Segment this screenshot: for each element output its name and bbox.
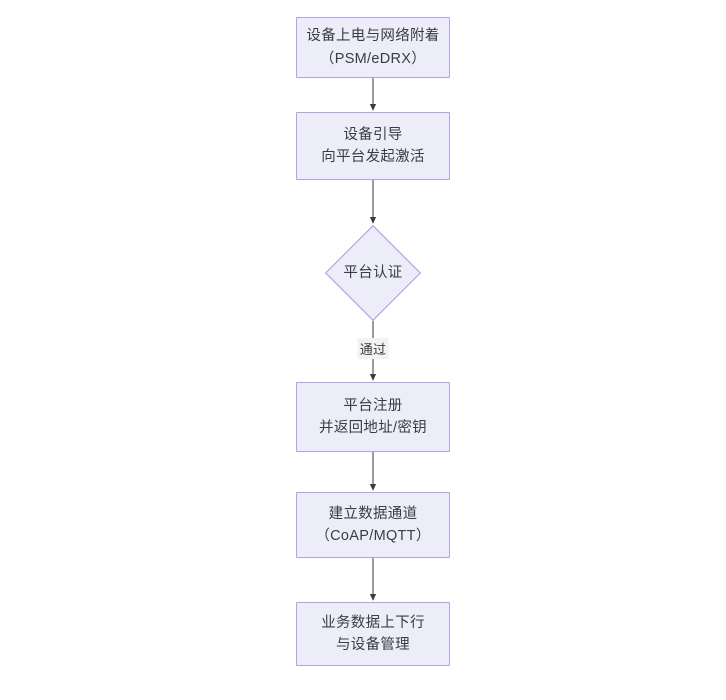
node-device-bootstrap[interactable]: 设备引导 向平台发起激活 (296, 112, 450, 180)
node-label: 平台认证 (343, 264, 403, 281)
node-platform-register[interactable]: 平台注册 并返回地址/密钥 (296, 382, 450, 452)
edge-label-pass: 通过 (357, 338, 389, 359)
node-device-power-on[interactable]: 设备上电与网络附着 （PSM/eDRX） (296, 17, 450, 78)
node-business-data[interactable]: 业务数据上下行 与设备管理 (296, 602, 450, 666)
node-label: 设备上电与网络附着 （PSM/eDRX） (306, 28, 440, 67)
node-label: 平台注册 并返回地址/密钥 (319, 397, 427, 436)
node-platform-auth-decision[interactable]: 平台认证 (325, 225, 421, 321)
diamond-icon (325, 225, 421, 321)
node-label: 建立数据通道 （CoAP/MQTT） (315, 505, 431, 544)
node-data-channel[interactable]: 建立数据通道 （CoAP/MQTT） (296, 492, 450, 558)
node-label: 业务数据上下行 与设备管理 (321, 614, 425, 653)
node-label: 设备引导 向平台发起激活 (321, 126, 425, 165)
